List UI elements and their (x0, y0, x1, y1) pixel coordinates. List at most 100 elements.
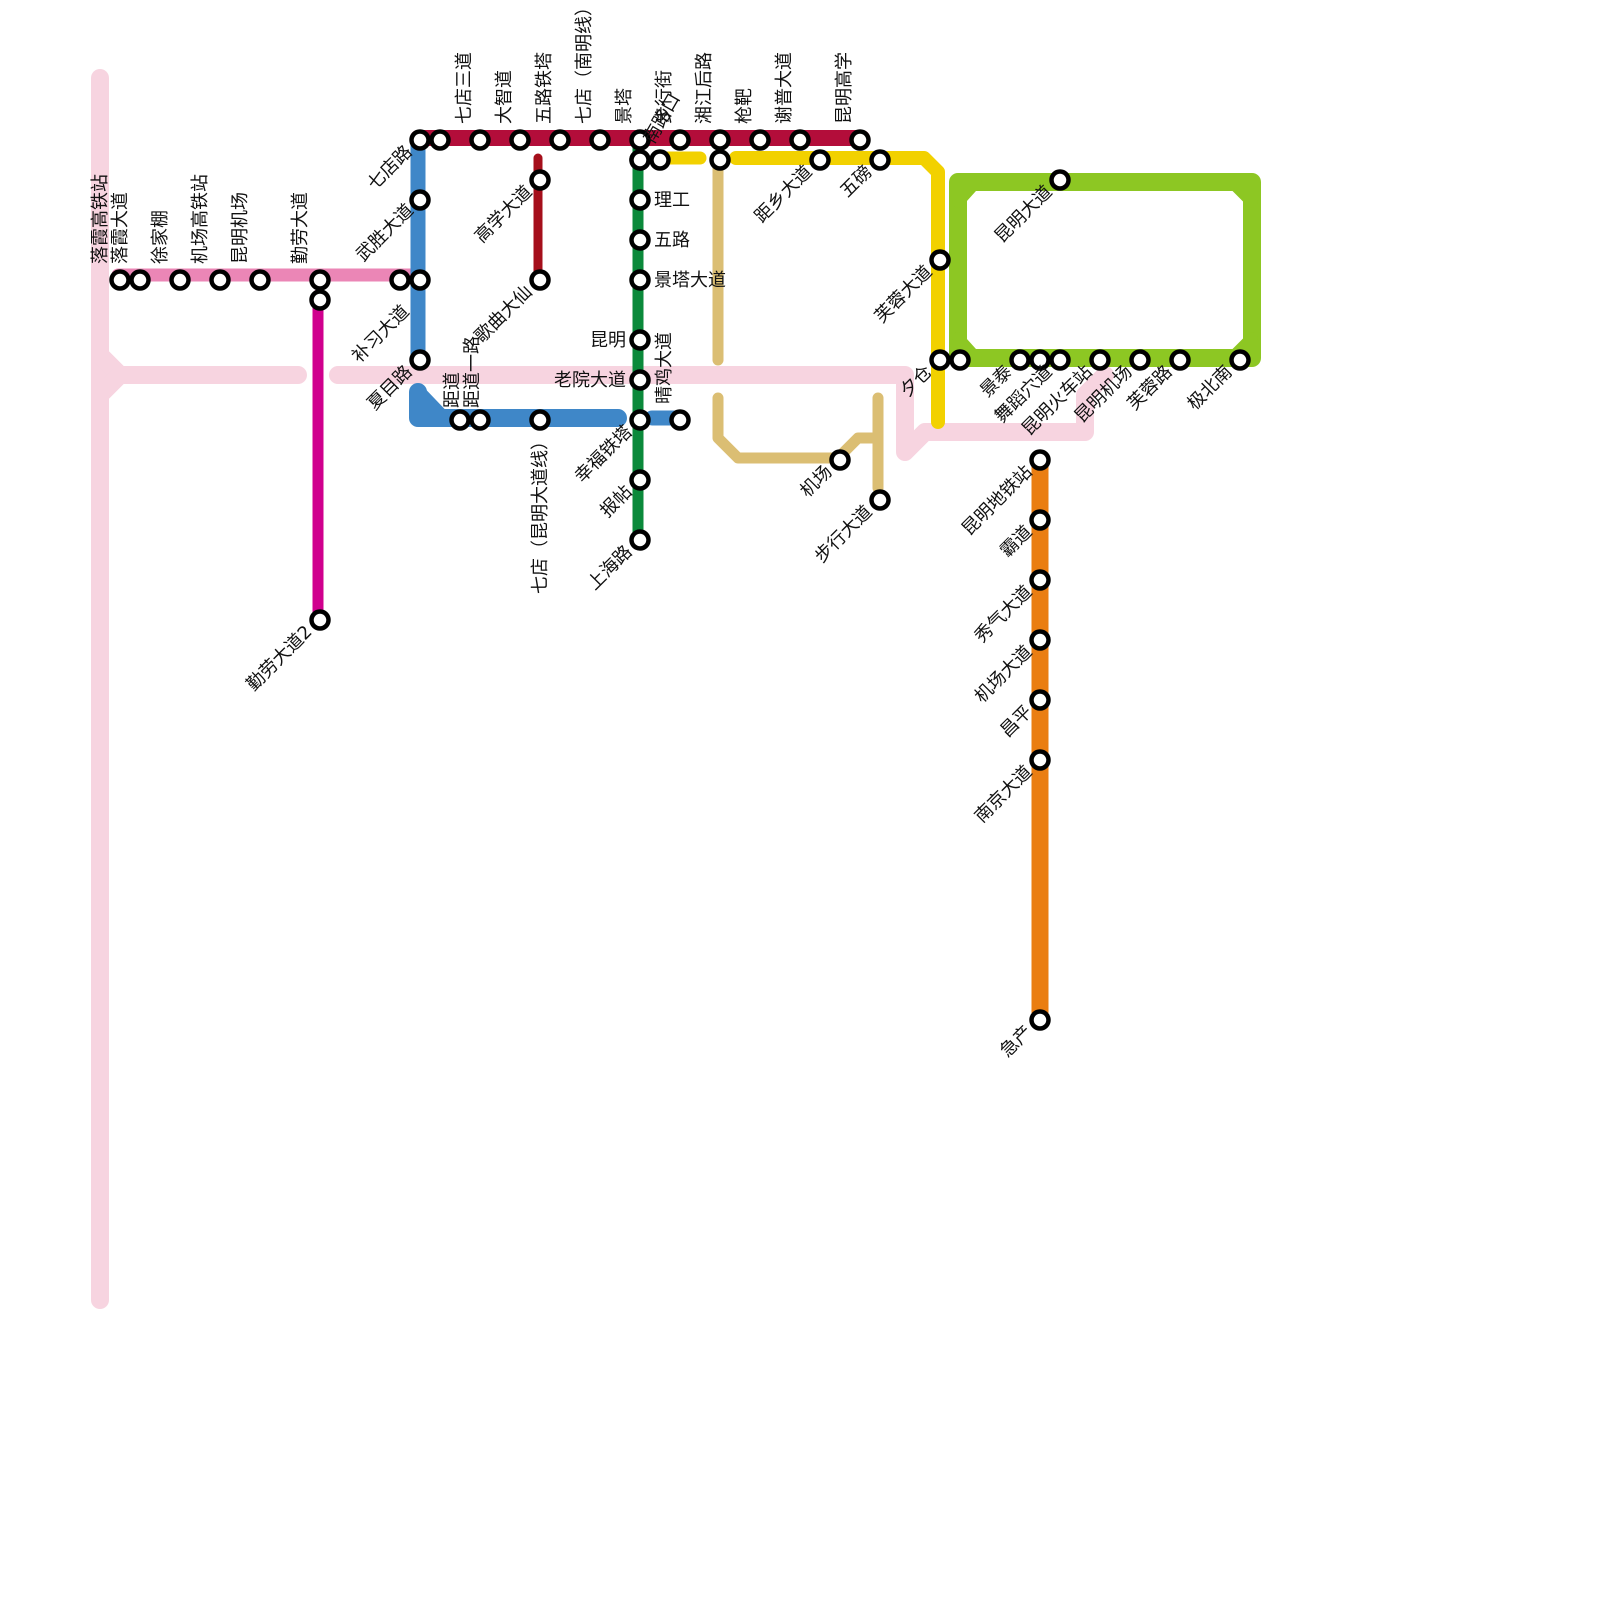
line-pink-light (91, 69, 1114, 1309)
station-label: 七店（南明线） (574, 0, 595, 124)
station-label: 高学大道 (471, 181, 537, 247)
station-marker[interactable] (409, 269, 431, 291)
station-marker[interactable] (629, 369, 651, 391)
station-marker[interactable] (1029, 1009, 1051, 1031)
station-marker[interactable] (749, 129, 771, 151)
station-label: 五磅 (836, 161, 876, 201)
station-marker[interactable] (529, 169, 551, 191)
station-marker[interactable] (1169, 349, 1191, 371)
station-marker[interactable] (629, 469, 651, 491)
station-marker[interactable] (169, 269, 191, 291)
station-label: 昆明大道 (991, 181, 1057, 247)
station-marker[interactable] (629, 149, 651, 171)
station-marker[interactable] (629, 129, 651, 151)
station-label: 补习大道 (348, 301, 414, 367)
line-lime-segment (1226, 176, 1258, 208)
station-marker[interactable] (849, 129, 871, 151)
station-marker[interactable] (809, 149, 831, 171)
station-marker[interactable] (209, 269, 231, 291)
station-marker[interactable] (949, 349, 971, 371)
station-label: 昆明 (590, 330, 626, 351)
station-marker[interactable] (709, 149, 731, 171)
station-marker[interactable] (1029, 749, 1051, 771)
station-marker[interactable] (549, 129, 571, 151)
station-label: 五路 (654, 230, 690, 251)
station-marker[interactable] (869, 489, 891, 511)
station-marker[interactable] (1029, 349, 1051, 371)
station-label: 上海路 (583, 541, 636, 594)
station-label: 昆明机场 (230, 192, 251, 264)
line-lime-segment (952, 332, 982, 364)
station-marker[interactable] (469, 409, 491, 431)
station-marker[interactable] (389, 269, 411, 291)
station-label: 武胜大道 (352, 200, 418, 266)
station-marker[interactable] (669, 129, 691, 151)
line-lime-segment (952, 176, 982, 208)
station-marker[interactable] (929, 249, 951, 271)
station-marker[interactable] (1029, 629, 1051, 651)
station-label: 落霞高铁站 (90, 174, 111, 264)
station-marker[interactable] (629, 409, 651, 431)
station-marker[interactable] (789, 129, 811, 151)
station-marker[interactable] (309, 609, 331, 631)
station-label: 极北南 (1183, 361, 1236, 414)
station-marker[interactable] (309, 269, 331, 291)
station-marker[interactable] (829, 449, 851, 471)
line-tan-segment (712, 392, 844, 464)
station-marker[interactable] (409, 349, 431, 371)
station-marker[interactable] (629, 229, 651, 251)
station-label: 晴鸡大道 (654, 332, 675, 404)
station-marker[interactable] (1129, 349, 1151, 371)
station-marker[interactable] (1029, 569, 1051, 591)
station-marker[interactable] (409, 189, 431, 211)
line-lime-segment (949, 173, 1261, 367)
station-marker[interactable] (629, 189, 651, 211)
station-marker[interactable] (629, 269, 651, 291)
station-label: 芙蓉大道 (871, 261, 937, 327)
station-marker[interactable] (309, 289, 331, 311)
station-label: 机场 (796, 461, 836, 501)
station-label: 谢普大道 (774, 52, 795, 124)
station-label: 报帖 (596, 481, 636, 521)
station-marker[interactable] (589, 129, 611, 151)
station-marker[interactable] (1029, 509, 1051, 531)
station-marker[interactable] (669, 409, 691, 431)
station-marker[interactable] (629, 529, 651, 551)
station-label: 徐家棚 (150, 210, 171, 264)
station-label: 距道一路 (462, 336, 483, 408)
line-lime (949, 173, 1261, 367)
station-marker[interactable] (1029, 689, 1051, 711)
station-label: 昌平 (996, 701, 1036, 741)
station-marker[interactable] (1229, 349, 1251, 371)
station-marker[interactable] (249, 269, 271, 291)
station-marker[interactable] (109, 269, 131, 291)
station-marker[interactable] (1049, 169, 1071, 191)
station-marker[interactable] (509, 129, 531, 151)
station-marker[interactable] (649, 149, 671, 171)
station-marker[interactable] (129, 269, 151, 291)
station-label: 理工 (654, 190, 690, 211)
station-label: 机场大道 (971, 641, 1037, 707)
station-marker[interactable] (1049, 349, 1071, 371)
station-marker[interactable] (469, 129, 491, 151)
station-label: 七店（昆明大道线） (530, 432, 551, 594)
station-marker[interactable] (1029, 449, 1051, 471)
station-label: 歌曲大仙 (471, 281, 537, 347)
station-marker[interactable] (629, 329, 651, 351)
station-label: 南京大道 (971, 761, 1037, 827)
station-label: 景塔 (614, 88, 635, 124)
station-label: 急产 (996, 1021, 1036, 1061)
station-marker[interactable] (929, 349, 951, 371)
station-label: 昆明高学 (834, 52, 855, 124)
station-marker[interactable] (429, 129, 451, 151)
station-marker[interactable] (529, 269, 551, 291)
station-marker[interactable] (1089, 349, 1111, 371)
station-marker[interactable] (709, 129, 731, 151)
station-marker[interactable] (449, 409, 471, 431)
station-marker[interactable] (529, 409, 551, 431)
station-marker[interactable] (1009, 349, 1031, 371)
station-label: 步行大道 (811, 501, 877, 567)
station-label: 景塔大道 (654, 270, 726, 291)
station-marker[interactable] (869, 149, 891, 171)
station-marker[interactable] (409, 129, 431, 151)
